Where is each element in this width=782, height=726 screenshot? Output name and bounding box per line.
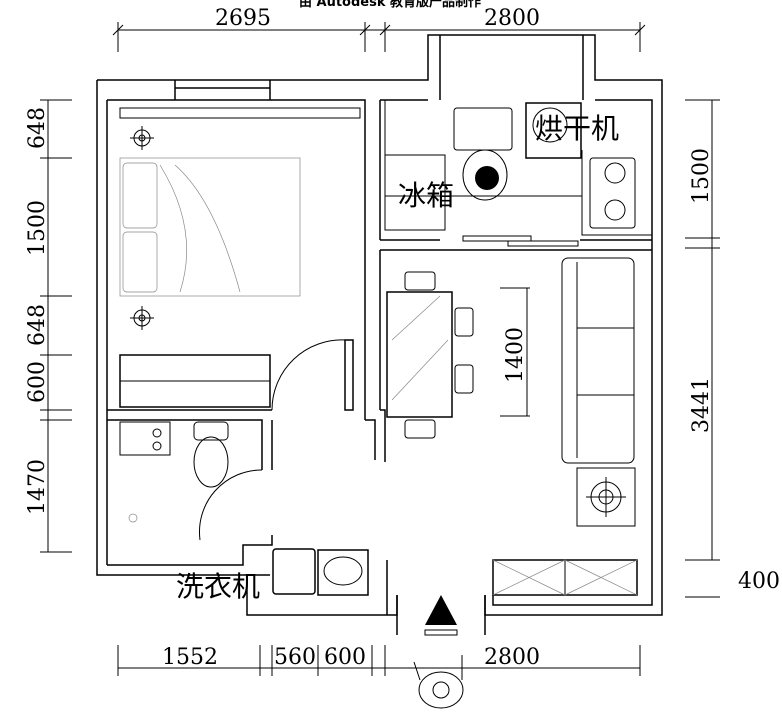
- dim-top-kitchen: 2800: [484, 6, 540, 31]
- laundry-sink: [317, 549, 369, 596]
- right-dimension-line: [685, 99, 720, 598]
- side-table-lamp-icon: [576, 467, 636, 527]
- dim-top-bedroom: 2695: [215, 6, 271, 31]
- cook-figure: [462, 149, 508, 201]
- dim-right-1: 1500: [689, 148, 714, 204]
- bedroom-door: [271, 339, 346, 411]
- walls: [96, 34, 663, 635]
- bathroom-door: [199, 469, 263, 541]
- dim-bottom-3: 600: [324, 645, 366, 670]
- dim-left-4: 600: [25, 361, 50, 403]
- sliding-door: [462, 235, 579, 247]
- dining-table: [386, 271, 474, 439]
- left-dimension-line: [40, 99, 72, 553]
- dim-bottom-1: 1552: [162, 645, 218, 670]
- dim-bottom-4: 2800: [484, 645, 540, 670]
- dim-right-3: 400: [738, 569, 780, 594]
- tv-cabinet: [492, 559, 638, 596]
- watermark-text: 由 Autodesk 教育版产品制作: [299, 0, 481, 10]
- entrance-arrow-icon: [425, 595, 457, 625]
- dim-right-2: 3441: [689, 377, 714, 433]
- dryer-label: 烘干机: [535, 112, 619, 145]
- table-dimension-line: [500, 287, 530, 417]
- sink-basin: [323, 556, 363, 586]
- kitchen-counter: [384, 100, 652, 236]
- dim-left-3: 648: [25, 304, 50, 346]
- sofa: [561, 257, 635, 464]
- top-dimension-line: [112, 22, 646, 52]
- person-figure-icon: [413, 655, 464, 709]
- dim-left-5: 1470: [25, 459, 50, 515]
- bottom-dimension-line: [117, 645, 641, 676]
- bathroom-fixtures: [119, 421, 229, 523]
- dim-left-2: 1500: [25, 200, 50, 256]
- bed: [119, 107, 361, 297]
- dim-table: 1400: [503, 327, 528, 383]
- entrance-mat: [424, 629, 458, 636]
- bedroom-door-leaf: [344, 339, 354, 411]
- fridge-label: 冰箱: [398, 179, 454, 212]
- ceiling-light-icon: [130, 306, 154, 330]
- dim-left-1: 648: [25, 107, 50, 149]
- dim-bottom-2: 560: [274, 645, 316, 670]
- washer-label: 洗衣机: [176, 570, 260, 603]
- ceiling-light-icon: [130, 126, 154, 150]
- wardrobe: [119, 354, 271, 408]
- washer: [272, 548, 316, 595]
